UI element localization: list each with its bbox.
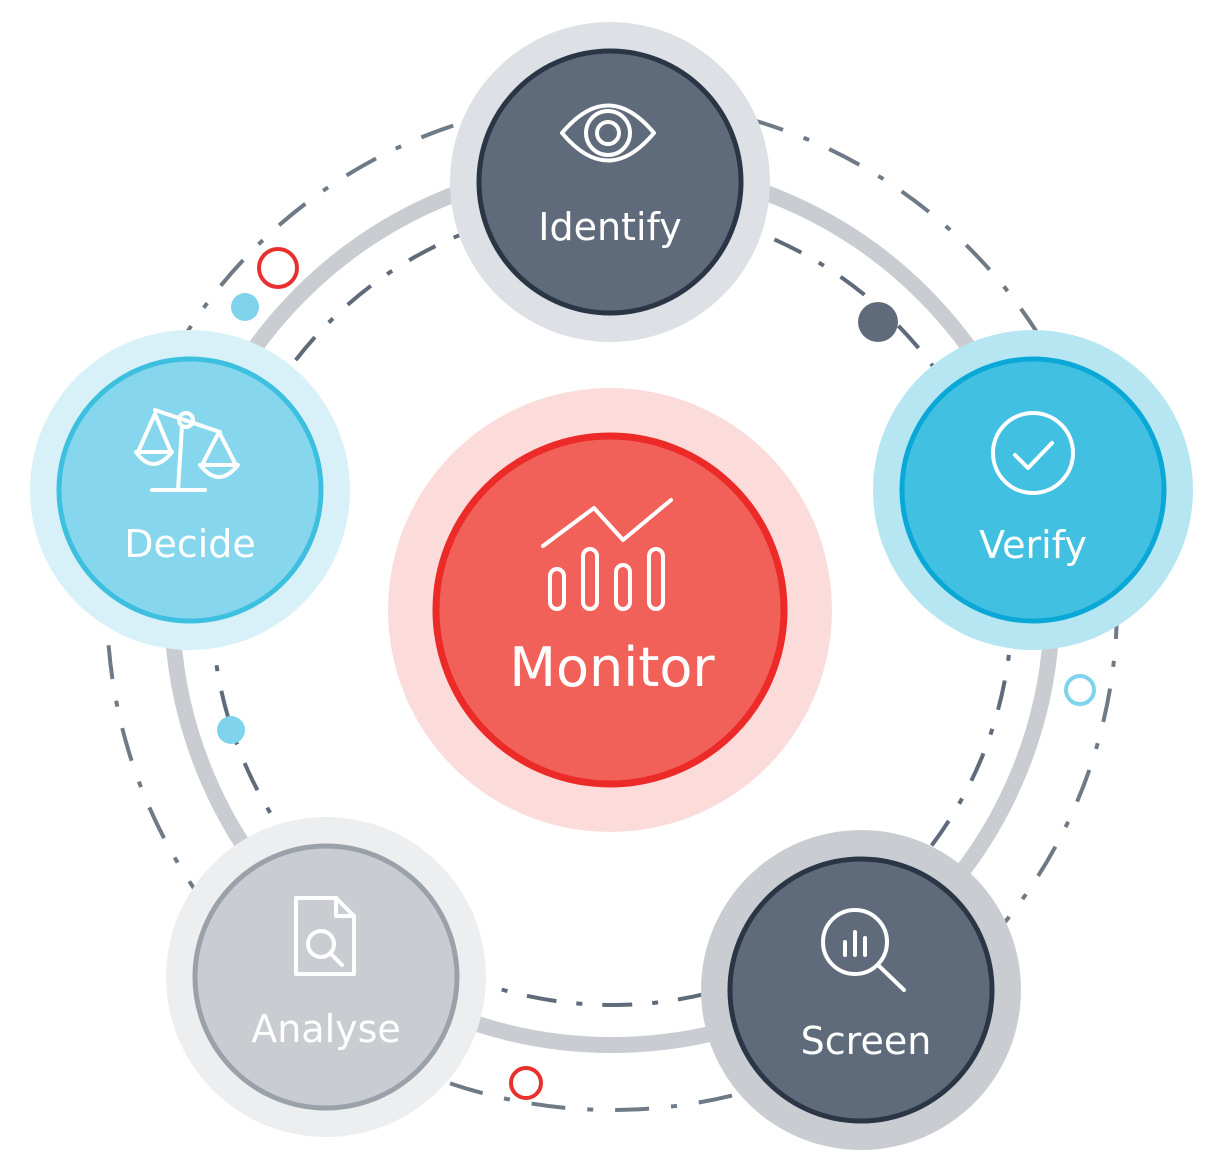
screen-label: Screen xyxy=(801,1019,932,1063)
document-search-icon xyxy=(294,896,356,976)
center-node-monitor[interactable]: Monitor xyxy=(388,388,832,832)
verify-circle xyxy=(899,356,1167,624)
verify-label: Verify xyxy=(979,523,1087,567)
identify-label: Identify xyxy=(538,205,681,249)
node-decide[interactable]: Decide xyxy=(30,330,350,650)
node-identify[interactable]: Identify xyxy=(450,22,770,342)
screen-circle xyxy=(727,856,995,1124)
scales-icon xyxy=(134,408,240,492)
analyse-label: Analyse xyxy=(251,1007,401,1051)
decor-dot-cyan-2 xyxy=(217,716,245,744)
decor-dot-dark xyxy=(858,302,898,342)
center-circle xyxy=(432,432,788,788)
check-circle-icon xyxy=(991,411,1075,495)
analyse-circle xyxy=(192,843,460,1111)
center-label: Monitor xyxy=(509,636,715,699)
magnifier-chart-icon xyxy=(821,908,906,992)
decide-label: Decide xyxy=(124,522,256,566)
eye-icon xyxy=(560,103,656,163)
line-chart-bars-icon xyxy=(541,498,673,611)
decor-dot-cyan xyxy=(231,293,259,321)
node-screen[interactable]: Screen xyxy=(701,830,1021,1150)
node-verify[interactable]: Verify xyxy=(873,330,1193,650)
identify-circle xyxy=(476,48,744,316)
decor-dot-cyan-ring xyxy=(1064,674,1096,706)
node-analyse[interactable]: Analyse xyxy=(166,817,486,1137)
decor-dot-red-ring xyxy=(257,247,299,289)
decor-dot-red-ring-2 xyxy=(509,1066,543,1100)
